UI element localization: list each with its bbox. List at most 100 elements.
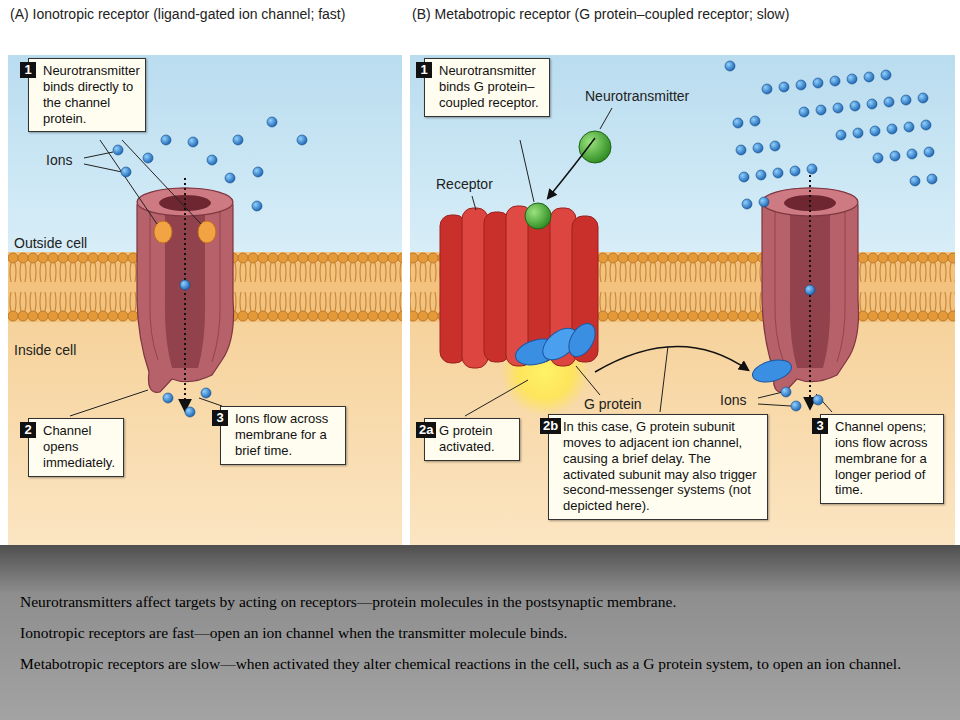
ion [918,93,928,103]
leader-line [576,366,600,395]
caption-text: Ionotropic receptors are fast—open an io… [20,624,945,642]
ion [756,170,766,180]
leader-line [600,108,612,129]
ion [870,126,880,136]
callout-box: 1Neurotransmitter binds directly to the … [28,58,146,132]
region-label: Outside cell [14,235,87,252]
part-label: G protein [584,396,642,413]
ion [779,82,789,92]
region-label: Inside cell [14,342,76,359]
ion [762,84,772,94]
ion [816,105,826,115]
leader-line [660,346,668,412]
leader-line [122,140,201,224]
ion [770,141,780,151]
callout-number: 1 [20,62,36,78]
ion [725,61,735,71]
ion [813,78,823,88]
callout-box: 2aG protein activated. [424,418,520,461]
ion [904,122,914,132]
ion [201,388,211,398]
ion [867,99,877,109]
bound-neurotransmitter [525,203,551,229]
callout-box: 1Neurotransmitter binds G protein–couple… [424,58,550,117]
g-protein-subunit [750,356,794,386]
binding-site [198,221,216,243]
callout-number: 2 [20,422,36,438]
ion [742,199,752,209]
leader-line [758,392,783,398]
neurotransmitter [579,131,611,163]
ion [161,135,171,145]
ion [864,72,874,82]
leader-line [84,152,113,158]
ion [207,155,217,165]
leader-line [520,140,534,202]
ion [185,407,195,417]
leader-line [199,398,222,406]
callout-text: G protein activated. [439,423,513,455]
ion [252,201,262,211]
ion [297,135,307,145]
ion [799,107,809,117]
callout-number: 2a [416,422,436,438]
callout-box: 2bIn this case, G protein subunit moves … [548,414,768,520]
leader-line [84,164,122,172]
ion [233,135,243,145]
ion [781,387,791,397]
ion [890,151,900,161]
callout-number: 2b [540,418,561,434]
ion [813,395,823,405]
ion [267,117,277,127]
callout-box: 2Channel opens immediately. [28,418,124,477]
leader-line [472,196,476,210]
part-label: Ions [720,392,746,409]
ion-flow-arrow [184,178,186,410]
leader-line [758,404,791,406]
ion [884,97,894,107]
binding-arrow [548,138,595,198]
callout-number: 3 [812,418,828,434]
ion [910,176,920,186]
ion [853,128,863,138]
ion [121,167,131,177]
panel-title: (B) Metabotropic receptor (G protein–cou… [412,6,952,24]
callout-text: Channel opens immediately. [43,423,117,471]
ion [759,197,769,207]
callout-text: In this case, G protein subunit moves to… [563,419,761,514]
ion [836,130,846,140]
ion [253,167,263,177]
ion [873,153,883,163]
leader-lines [70,108,832,416]
caption-text: Metabotropic receptors are slow—when act… [20,655,945,673]
ion [796,80,806,90]
ion [887,124,897,134]
ion [753,143,763,153]
ion [733,118,743,128]
ion [773,168,783,178]
ion [188,137,198,147]
ion [847,74,857,84]
ion [163,393,173,403]
leader-line [465,380,528,416]
ion [881,70,891,80]
subunit-movement-arrow [595,346,748,372]
callout-text: Ions flow across membrane for a brief ti… [235,411,339,459]
ion [791,401,801,411]
ion [143,153,153,163]
ion [739,172,749,182]
leader-line [70,390,148,416]
ion [833,103,843,113]
callout-text: Neurotransmitter binds directly to the c… [43,63,139,126]
callout-number: 1 [416,62,432,78]
callout-text: Channel opens; ions flow across membrane… [835,419,937,498]
g-protein [513,319,601,369]
ion [830,76,840,86]
part-label: Ions [46,152,72,169]
g-protein-subunit [563,319,600,361]
ion [807,164,817,174]
ion [907,149,917,159]
ion [850,101,860,111]
ion [805,285,815,295]
